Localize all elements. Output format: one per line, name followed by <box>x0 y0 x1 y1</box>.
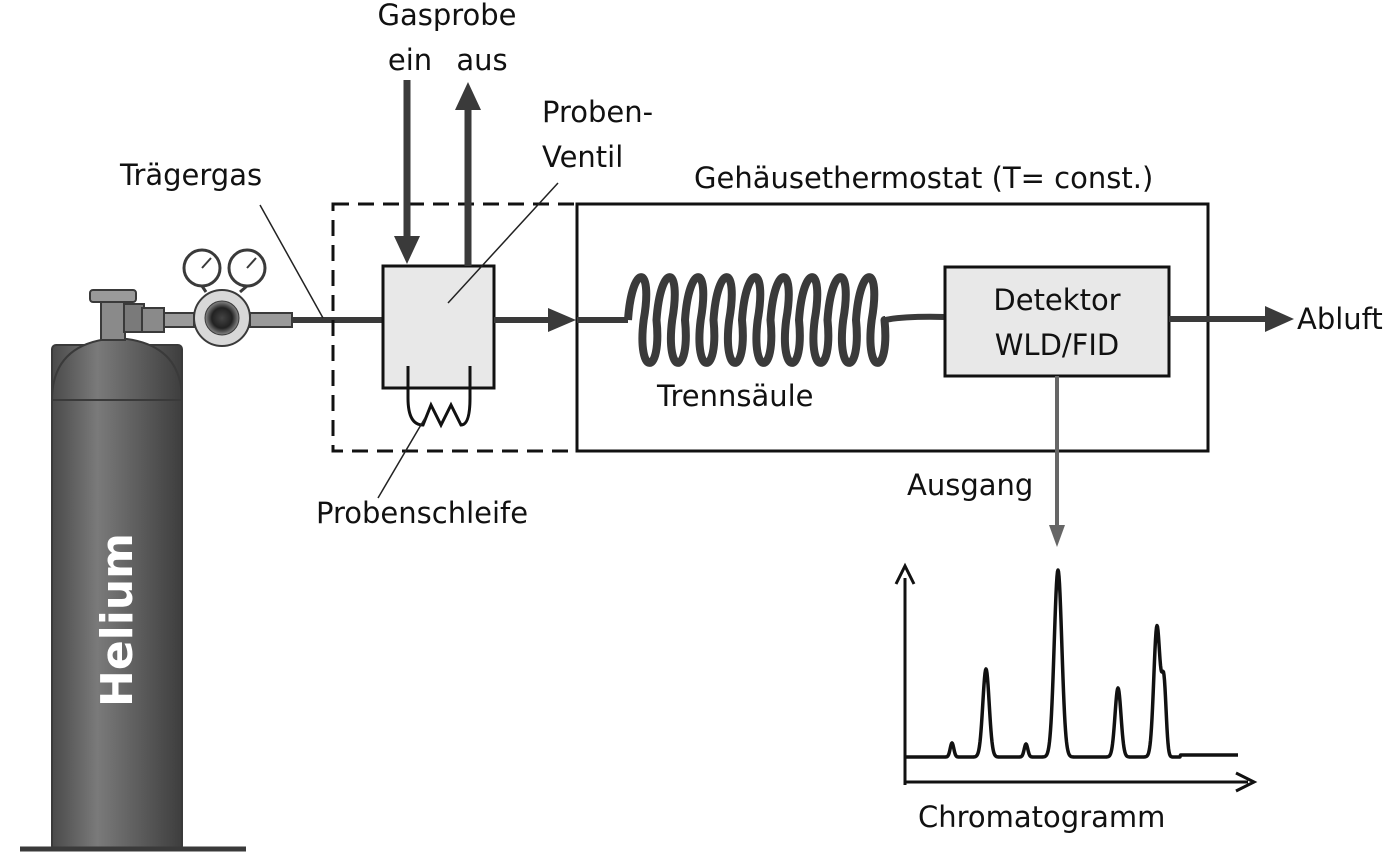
outlet-label: aus <box>456 43 507 77</box>
gas-sample-label: Gasprobe <box>377 0 516 32</box>
pressure-gauge-icon <box>227 248 267 294</box>
detector-output-arrow-icon <box>1049 525 1065 547</box>
exhaust-label: Abluft <box>1297 302 1383 336</box>
pressure-gauge-icon <box>182 248 222 293</box>
x-axis-arrow-icon <box>1235 771 1258 793</box>
loop-leader <box>377 417 426 499</box>
exhaust-arrow-icon <box>1265 306 1294 332</box>
oven-label: Gehäusethermostat (T= const.) <box>694 161 1153 195</box>
carrier-gas-leader <box>259 204 324 319</box>
column-label: Trennsäule <box>656 379 814 413</box>
detector-box <box>943 265 1171 378</box>
chromatogram <box>894 562 1258 793</box>
detector-label-line1: Detektor <box>993 283 1120 317</box>
valve-outlet-arrow-icon <box>548 308 576 332</box>
sample-valve-label-line1: Proben- <box>542 95 653 129</box>
column-outlet-line <box>884 313 946 323</box>
chromatogram-trace <box>903 568 1240 759</box>
gas-outlet-arrow-icon <box>455 82 481 110</box>
carrier-gas-label: Trägergas <box>119 158 262 192</box>
inlet-label: ein <box>388 43 432 77</box>
sample-valve <box>381 264 496 390</box>
column-oven <box>575 202 1210 453</box>
gas-inlet-arrow-icon <box>394 236 420 264</box>
sample-loop-label: Probenschleife <box>316 496 528 530</box>
output-label: Ausgang <box>907 468 1033 502</box>
sample-valve-label-line2: Ventil <box>542 140 623 174</box>
cylinder-label: Helium <box>92 533 143 707</box>
sample-loop <box>406 366 472 429</box>
chromatogram-label: Chromatogramm <box>918 800 1165 834</box>
separation-column-coil <box>624 273 890 367</box>
pressure-regulator <box>141 248 293 347</box>
detector-label-line2: WLD/FID <box>995 328 1120 362</box>
valve-leader <box>447 182 559 304</box>
sample-valve-zone <box>331 202 579 453</box>
y-axis-arrow-icon <box>894 562 916 585</box>
helium-cylinder: Helium <box>20 289 246 852</box>
